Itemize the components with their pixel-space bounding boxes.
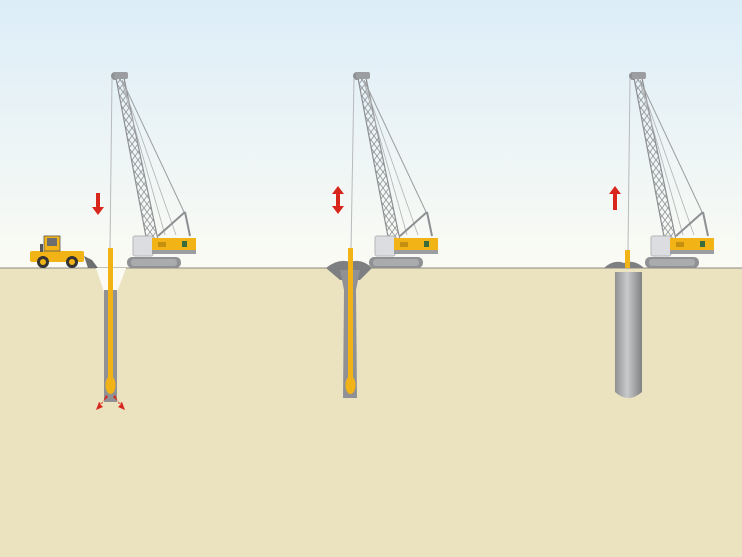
hoist-rope: [350, 77, 355, 251]
arrow-up-icon: [609, 186, 621, 210]
vibrator-tip: [345, 376, 356, 394]
air-jet-arrows-icon: [96, 395, 125, 410]
stage-completed-column: [604, 71, 715, 398]
vibrator-tip: [105, 376, 116, 394]
stage-penetration: [30, 71, 197, 410]
vibrator-probe[interactable]: [348, 248, 353, 388]
hoist-rope: [109, 77, 113, 251]
hoist-rope: [627, 77, 631, 251]
arrow-up-down-icon: [332, 186, 344, 214]
gravel-mound: [604, 261, 644, 268]
vibrator-probe[interactable]: [108, 248, 113, 388]
wheel-loader: [30, 235, 98, 268]
stage-compaction: [326, 71, 439, 398]
stone-column: [615, 272, 642, 398]
arrow-down-icon: [92, 193, 104, 215]
vibrator-probe[interactable]: [625, 250, 630, 268]
